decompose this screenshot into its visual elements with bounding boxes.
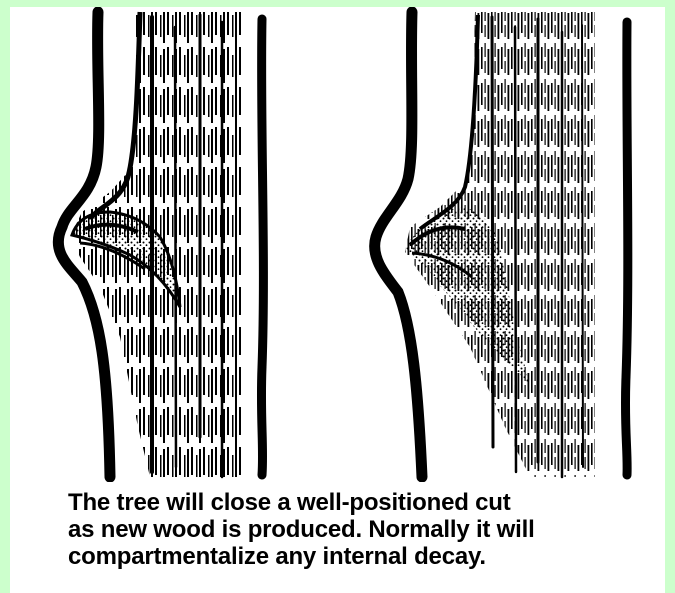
figure-caption: The tree will close a well-positioned cu… xyxy=(68,489,658,570)
caption-line-3: compartmentalize any internal decay. xyxy=(68,543,658,570)
caption-line-1: The tree will close a well-positioned cu… xyxy=(68,489,658,516)
branch-stub-after-closure xyxy=(375,12,628,477)
branch-stub-before-closure xyxy=(58,12,263,477)
trunk-illustration xyxy=(10,7,665,482)
caption-line-2: as new wood is produced. Normally it wil… xyxy=(68,516,658,543)
left-bark-right-edge xyxy=(261,19,263,475)
figure-panel: The tree will close a well-positioned cu… xyxy=(10,7,665,593)
right-bark-right-edge xyxy=(625,22,627,475)
